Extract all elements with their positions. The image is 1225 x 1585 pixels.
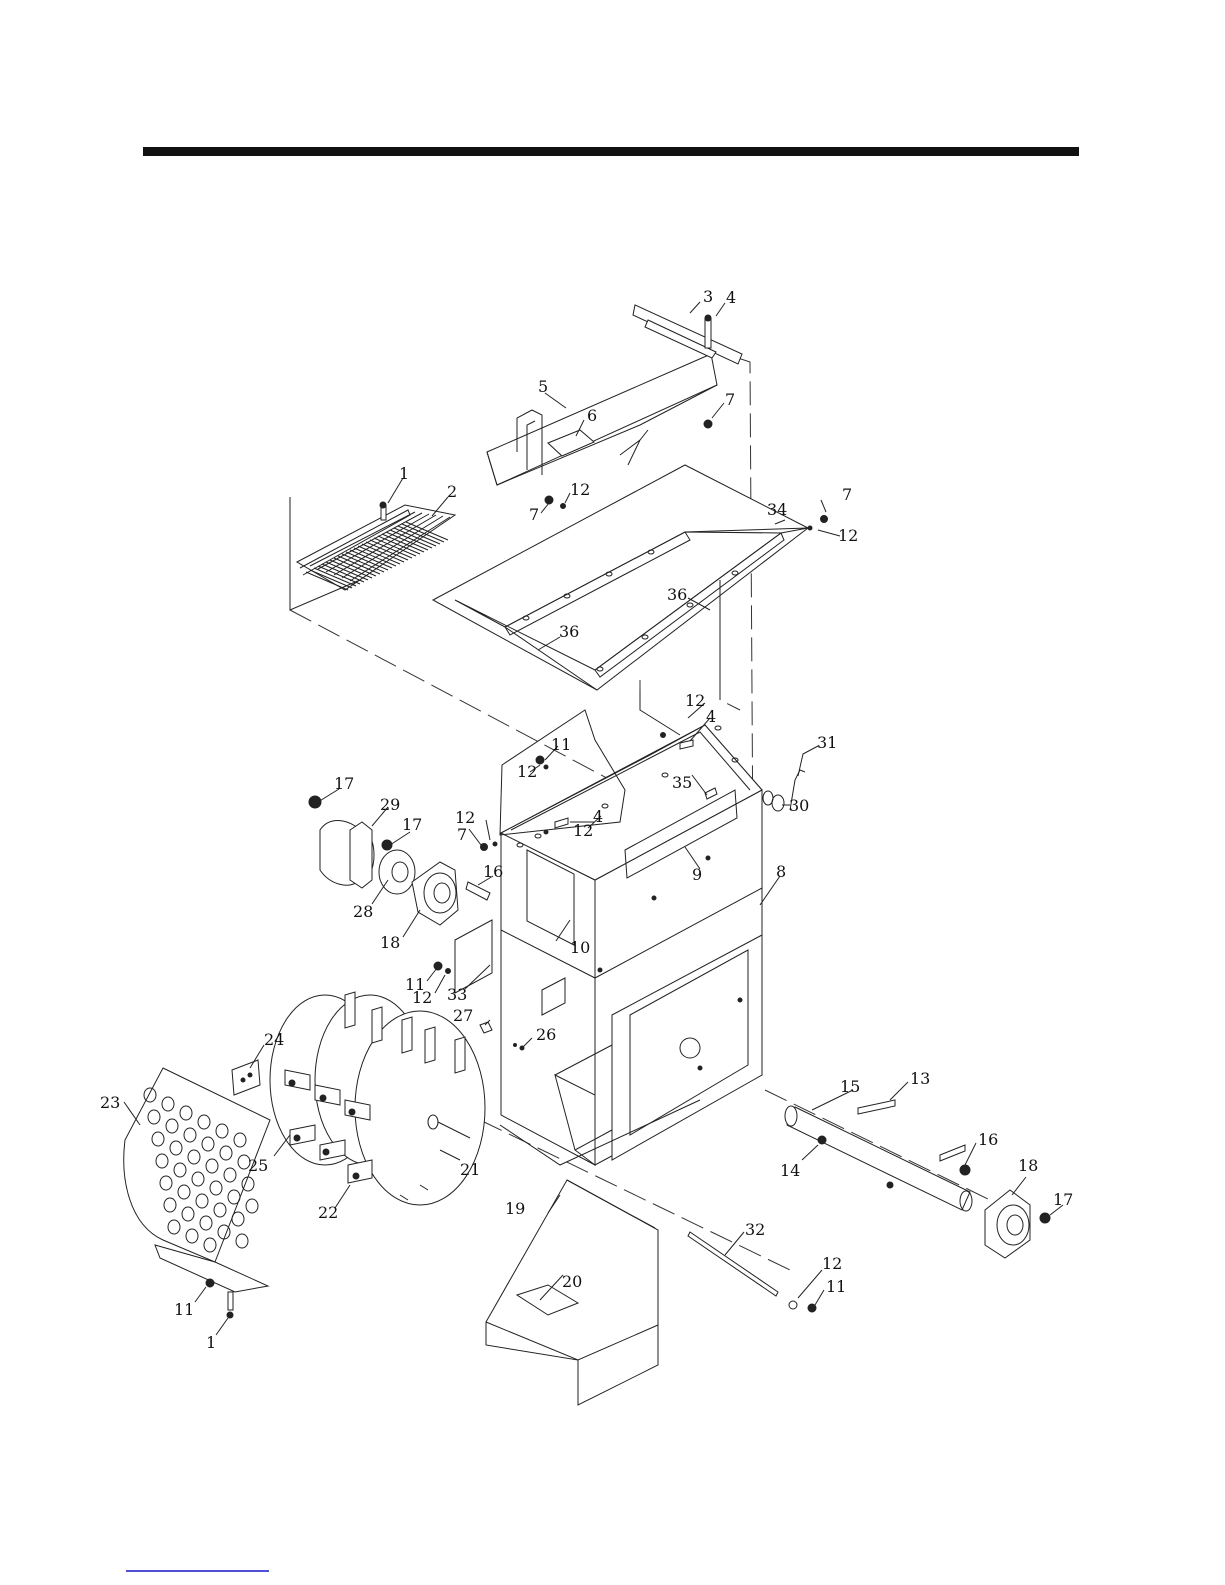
callout-7: 7 [529, 505, 539, 524]
callout-36: 36 [559, 622, 579, 641]
callout-1: 1 [399, 464, 409, 483]
callout-14: 14 [780, 1161, 800, 1180]
callout-9: 9 [692, 865, 702, 884]
screen-hole [236, 1234, 248, 1248]
callout-25: 25 [248, 1156, 268, 1175]
rotor-assembly [232, 992, 485, 1205]
callout-16: 16 [483, 862, 503, 881]
callout-13: 13 [910, 1069, 930, 1088]
callout-17: 17 [402, 815, 422, 834]
callout-20: 20 [562, 1272, 582, 1291]
callout-26: 26 [536, 1025, 556, 1044]
callout-30: 30 [789, 796, 809, 815]
screen-hole [246, 1199, 258, 1213]
callout-18: 18 [1018, 1156, 1038, 1175]
callout-10: 10 [570, 938, 590, 957]
callout-5: 5 [538, 377, 548, 396]
callout-12: 12 [517, 762, 537, 781]
callout-1: 1 [206, 1333, 216, 1352]
callout-34: 34 [767, 500, 787, 519]
callout-29: 29 [380, 795, 400, 814]
bracket-24 [232, 1060, 260, 1095]
screen-hole [232, 1212, 244, 1226]
callout-2: 2 [447, 482, 457, 501]
callout-6: 6 [587, 406, 597, 425]
callout-4: 4 [706, 707, 716, 726]
callout-11: 11 [551, 735, 571, 754]
callout-33: 33 [447, 985, 467, 1004]
hinge-rod [633, 305, 742, 364]
callout-28: 28 [353, 902, 373, 921]
hopper-34 [433, 465, 828, 690]
callout-23: 23 [100, 1093, 120, 1112]
callout-7: 7 [725, 390, 735, 409]
callout-12: 12 [685, 691, 705, 710]
callout-12: 12 [838, 526, 858, 545]
callout-17: 17 [334, 774, 354, 793]
callout-16: 16 [978, 1130, 998, 1149]
callout-15: 15 [840, 1077, 860, 1096]
perforated-screen-23 [124, 1068, 270, 1318]
callout-11: 11 [826, 1277, 846, 1296]
callout-31: 31 [817, 733, 837, 752]
callout-32: 32 [745, 1220, 765, 1239]
footer-link-underline[interactable] [126, 1570, 269, 1572]
callout-11: 11 [174, 1300, 194, 1319]
callout-22: 22 [318, 1203, 338, 1222]
bolt-4-top [705, 318, 711, 348]
callout-21: 21 [460, 1160, 480, 1179]
callout-36: 36 [667, 585, 687, 604]
callout-17: 17 [1053, 1190, 1073, 1209]
callout-18: 18 [380, 933, 400, 952]
callout-3: 3 [703, 287, 713, 306]
ribbed-guard-plate [290, 497, 455, 610]
tie-rod-32 [688, 1232, 816, 1312]
plate-33 [434, 920, 492, 993]
callout-35: 35 [672, 773, 692, 792]
callout-27: 27 [453, 1006, 473, 1025]
callout-4: 4 [726, 288, 736, 307]
callout-12: 12 [570, 480, 590, 499]
callout-19: 19 [505, 1199, 525, 1218]
callout-12: 12 [412, 988, 432, 1007]
callout-7: 7 [457, 825, 467, 844]
drive-shaft-assembly [785, 1100, 1050, 1258]
callout-12: 12 [573, 821, 593, 840]
callout-8: 8 [776, 862, 786, 881]
callout-4: 4 [593, 807, 603, 826]
callout-12: 12 [822, 1254, 842, 1273]
callout-24: 24 [264, 1030, 284, 1049]
callout-7: 7 [842, 485, 852, 504]
